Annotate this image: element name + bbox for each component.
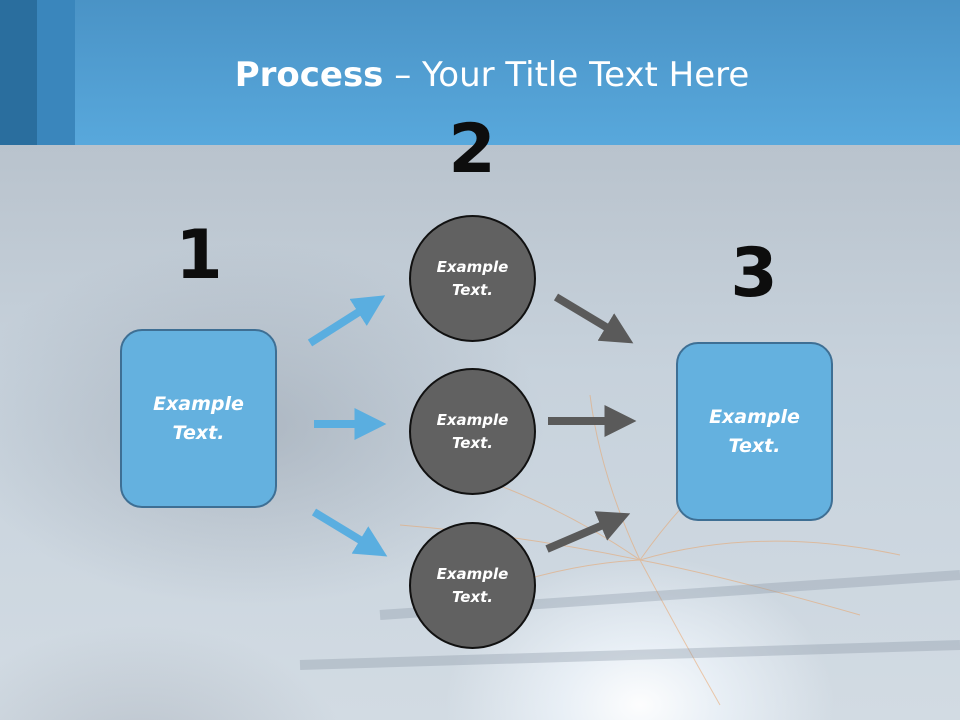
header-banner: Process – Your Title Text Here [0,0,960,145]
middle-circle-bottom: Example Text. [409,522,536,649]
step-number-1: 1 [175,216,223,295]
middle-circle-center: Example Text. [409,368,536,495]
header-accent-dark [0,0,37,145]
gray-arrows [545,293,637,553]
arrow-top-to-right [553,293,634,344]
arrow-left-to-top [307,295,386,347]
title-rest: – Your Title Text Here [383,55,750,95]
step-number-3: 3 [730,234,778,313]
middle-circle-bottom-text: Example Text. [436,564,509,606]
header-accent-mid [37,0,75,145]
right-step-text: Example Text. [709,405,800,457]
middle-circle-top-text: Example Text. [436,257,509,299]
step-number-2: 2 [448,110,496,189]
title-bold: Process [234,55,384,95]
blue-arrows [307,295,388,557]
slide-title: Process – Your Title Text Here [0,53,960,97]
arrow-left-to-bottom [311,508,388,557]
arrow-bottom-to-right [545,511,631,553]
middle-circle-center-text: Example Text. [436,410,509,452]
left-step-text: Example Text. [153,392,244,444]
middle-circle-top: Example Text. [409,215,536,342]
right-step-box: Example Text. [676,342,833,521]
left-step-box: Example Text. [120,329,277,508]
